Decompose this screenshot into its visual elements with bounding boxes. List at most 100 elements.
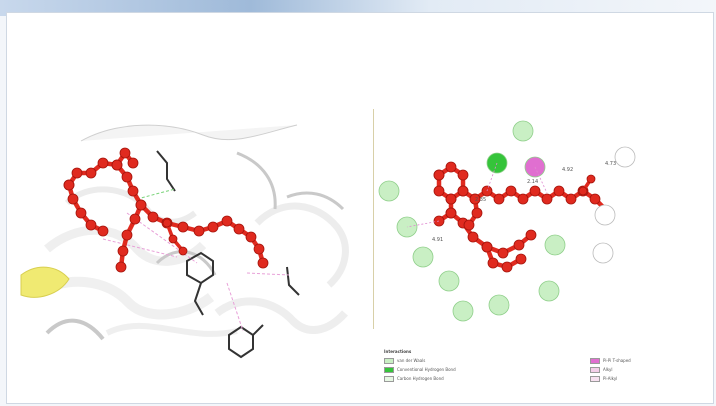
ligand-atom <box>75 207 87 219</box>
ligand-atom <box>147 211 159 223</box>
residue-disk <box>594 204 616 226</box>
legend-swatch <box>590 366 600 373</box>
legend-label: Carbon Hydrogen Bond <box>397 376 444 381</box>
ligand-atom <box>115 261 127 273</box>
ligand-atom-2d <box>578 186 588 196</box>
ligand-atom <box>121 171 133 183</box>
ligand-atom <box>193 225 205 237</box>
ligand-atom-2d <box>467 231 479 243</box>
legend-label: Conventional Hydrogen Bond <box>397 367 456 372</box>
ligand-atom-2d <box>445 193 457 205</box>
legend-label: Pi-Alkyl <box>603 376 618 381</box>
legend-swatch <box>384 357 394 364</box>
ligand-atom-2d <box>515 253 527 265</box>
interaction-link <box>486 162 498 192</box>
ligand-atom <box>121 229 133 241</box>
legend-label: Pi-Pi T-shaped <box>603 358 631 363</box>
residue-disk <box>544 234 566 256</box>
ligand-atom <box>129 213 141 225</box>
ligand-atom <box>168 234 178 244</box>
ligand-atom <box>253 243 265 255</box>
ligand-atom <box>67 193 79 205</box>
ligand-atom <box>245 231 257 243</box>
ligand-atom-2d <box>457 185 469 197</box>
ligand-atom <box>221 215 233 227</box>
ligand-atom <box>85 167 97 179</box>
ligand-atom <box>127 157 139 169</box>
ligand-atom-2d <box>487 257 499 269</box>
ligand-atom <box>71 167 83 179</box>
distance-label: 4.92 <box>562 167 573 173</box>
legend-item: Pi-Pi T-shaped <box>590 357 631 364</box>
residue-disk <box>592 242 614 264</box>
panel-divider <box>373 109 374 329</box>
ligand-atom <box>257 257 269 269</box>
ligand-atom-2d <box>463 219 475 231</box>
ligand-3d <box>63 147 269 273</box>
residue-disk <box>378 180 400 202</box>
residue-disk <box>488 294 510 316</box>
ligand-atom-2d <box>457 169 469 181</box>
legend-label: Alkyl <box>603 367 613 372</box>
ligand-atom-2d <box>589 193 601 205</box>
ligand-atom-2d <box>513 239 525 251</box>
residue-disk <box>452 300 474 322</box>
ligand-atom <box>178 246 188 256</box>
ligand-atom-2d <box>586 174 596 184</box>
interaction-legend: Interactions van der Waals Conventional … <box>380 349 710 399</box>
residue-disk <box>438 270 460 292</box>
ligand-atom-2d <box>529 185 541 197</box>
distance-label: 2.14 <box>527 179 538 185</box>
ligand-atom <box>177 221 189 233</box>
ligand-atom-2d <box>471 207 483 219</box>
distance-label: 4.91 <box>432 237 443 243</box>
residue-disks <box>378 120 636 322</box>
ligand-atom-2d <box>433 169 445 181</box>
legend-item: van der Waals <box>384 357 425 364</box>
ligand-atom-2d <box>525 229 537 241</box>
ligand-atom-2d <box>505 185 517 197</box>
ligand-atom <box>85 219 97 231</box>
distance-label: 4.73 <box>605 161 616 167</box>
ligand-atom-2d <box>541 193 553 205</box>
ligand-atom-2d <box>501 261 513 273</box>
ligand-atom <box>97 157 109 169</box>
ligand-atom <box>63 179 75 191</box>
ligand-atom-2d <box>565 193 577 205</box>
ligand-atom-2d <box>481 241 493 253</box>
legend-item: Carbon Hydrogen Bond <box>384 375 444 382</box>
residue-disk <box>614 146 636 168</box>
ligand-atom <box>127 185 139 197</box>
ligand-2d-diagram <box>433 161 613 273</box>
legend-swatch <box>590 375 600 382</box>
legend-swatch <box>384 375 394 382</box>
legend-item: Pi-Alkyl <box>590 375 617 382</box>
residue-sticks <box>156 150 300 359</box>
ligand-atom-2d <box>469 193 481 205</box>
ligand-atom <box>207 221 219 233</box>
ligand-atom <box>111 159 123 171</box>
yellow-helix <box>20 266 70 298</box>
ligand-atom-2d <box>553 185 565 197</box>
ligand-atom-2d <box>497 247 509 259</box>
legend-item: Alkyl <box>590 366 613 373</box>
ligand-atom <box>233 223 245 235</box>
distance-label: 2.35 <box>475 197 486 203</box>
ligand-atom-2d <box>445 161 457 173</box>
legend-item: Conventional Hydrogen Bond <box>384 366 456 373</box>
ligand-atom <box>119 147 131 159</box>
ligand-atom <box>135 199 147 211</box>
legend-title: Interactions <box>384 349 412 354</box>
docking-3d-view: 4.92 2.14 2.35 4.91 4.73 <box>20 120 636 359</box>
ligand-atom <box>162 218 172 228</box>
ligand-atom <box>117 245 129 257</box>
legend-swatch <box>590 357 600 364</box>
legend-label: van der Waals <box>397 358 426 363</box>
figure-frame: 4.92 2.14 2.35 4.91 4.73 Interactions va… <box>6 12 714 404</box>
ligand-atom <box>97 225 109 237</box>
residue-disk <box>512 120 534 142</box>
ligand-atom-2d <box>433 185 445 197</box>
ligand-atom-2d <box>445 207 457 219</box>
legend-swatch <box>384 366 394 373</box>
ligand-atom-2d <box>517 193 529 205</box>
